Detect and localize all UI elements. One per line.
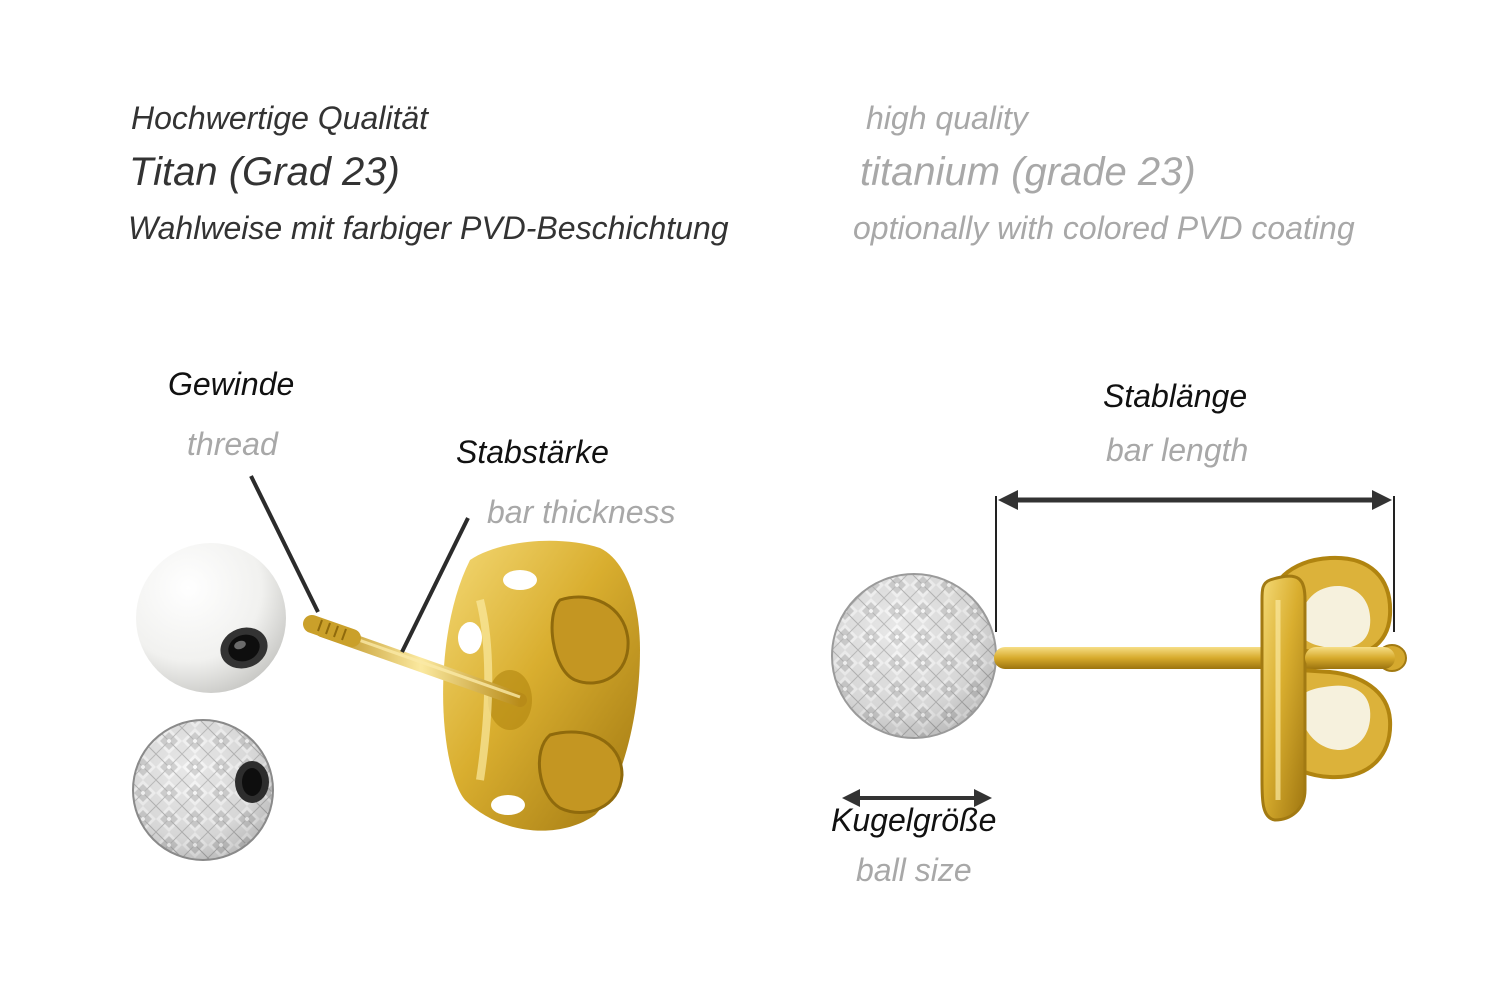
crystal-ball-large bbox=[831, 573, 997, 739]
bar-length-label-en: bar length bbox=[1106, 432, 1249, 468]
material-de: Titan (Grad 23) bbox=[129, 150, 400, 194]
material-en: titanium (grade 23) bbox=[860, 150, 1196, 194]
bar-length-label-de: Stablänge bbox=[1103, 378, 1248, 414]
bar-thickness-pointer bbox=[400, 517, 470, 653]
bar-length-dimension bbox=[995, 490, 1395, 632]
thread-tip bbox=[303, 615, 361, 647]
thread-label-de: Gewinde bbox=[168, 366, 295, 402]
pearl-ball bbox=[136, 543, 286, 693]
coating-de: Wahlweise mit farbiger PVD-Beschichtung bbox=[128, 210, 729, 246]
ball-size-dimension bbox=[842, 789, 992, 807]
ball-size-label-de: Kugelgröße bbox=[831, 802, 997, 838]
gold-earring-side bbox=[994, 555, 1407, 822]
coating-en: optionally with colored PVD coating bbox=[853, 210, 1355, 246]
bar-thickness-label-en: bar thickness bbox=[487, 494, 676, 530]
gold-earring-angled bbox=[303, 540, 640, 831]
bar-thickness-label-de: Stabstärke bbox=[456, 434, 609, 470]
thread-label-en: thread bbox=[187, 426, 278, 462]
thread-pointer bbox=[249, 475, 320, 613]
quality-en: high quality bbox=[866, 100, 1028, 136]
crystal-ball-small bbox=[132, 719, 274, 861]
ball-size-label-en: ball size bbox=[856, 852, 972, 888]
quality-de: Hochwertige Qualität bbox=[131, 100, 429, 136]
